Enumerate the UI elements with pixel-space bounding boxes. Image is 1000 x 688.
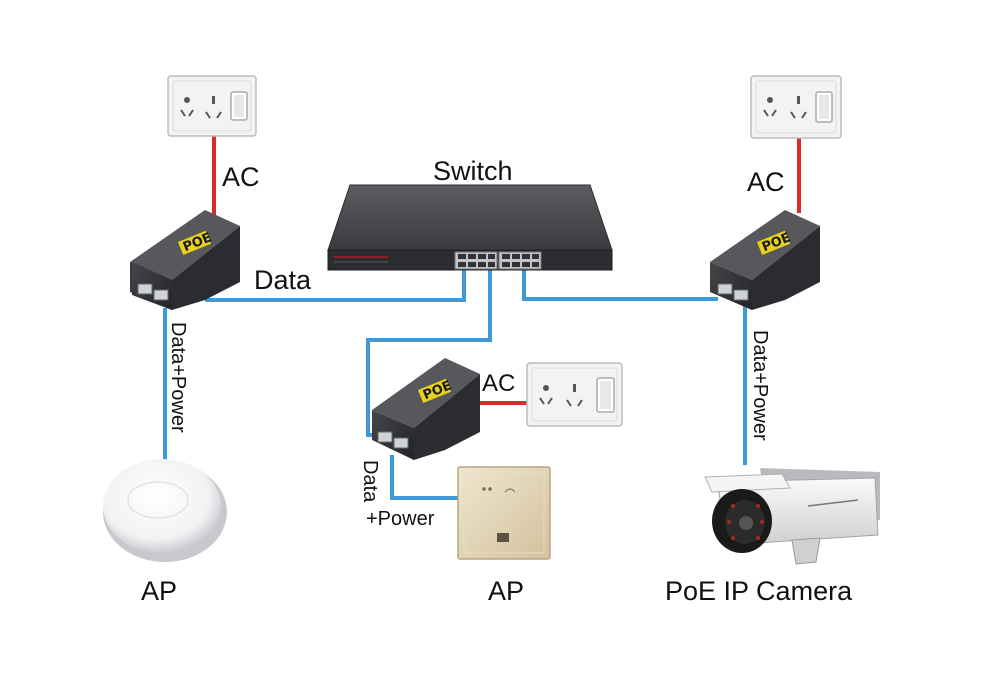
poe-injector-left: POE: [130, 210, 240, 310]
ac-label-right: AC: [747, 167, 785, 197]
data-power-cable-middle: [390, 455, 458, 500]
data-power-label-left: Data+Power: [167, 322, 189, 433]
poe-injector-middle: POE: [372, 358, 480, 460]
data-label-middle: Data: [359, 460, 381, 503]
wall-outlet-left: [167, 75, 257, 137]
ap-label-middle: AP: [488, 576, 525, 606]
wall-outlet-middle: [526, 362, 623, 427]
switch-port-block-left: [454, 251, 498, 270]
switch-port-block-right: [498, 251, 542, 270]
wall-panel-access-point: [457, 466, 551, 560]
data-cable-switch-to-right-injector: [522, 268, 718, 301]
data-power-label-right: Data+Power: [749, 330, 771, 441]
network-switch: [327, 184, 613, 271]
camera-label: PoE IP Camera: [665, 576, 853, 606]
data-cable-switch-to-left-injector: [205, 268, 466, 302]
ac-label-middle: AC: [482, 370, 516, 397]
ip-camera: [704, 468, 880, 565]
ac-label-left: AC: [222, 162, 260, 192]
ap-label-left: AP: [141, 576, 178, 606]
poe-injector-right: POE: [710, 210, 820, 310]
ceiling-access-point: [103, 459, 227, 562]
wall-outlet-right: [750, 75, 842, 139]
switch-label: Switch: [433, 156, 513, 186]
plus-power-label-middle: +Power: [366, 508, 435, 530]
data-label: Data: [254, 265, 312, 295]
